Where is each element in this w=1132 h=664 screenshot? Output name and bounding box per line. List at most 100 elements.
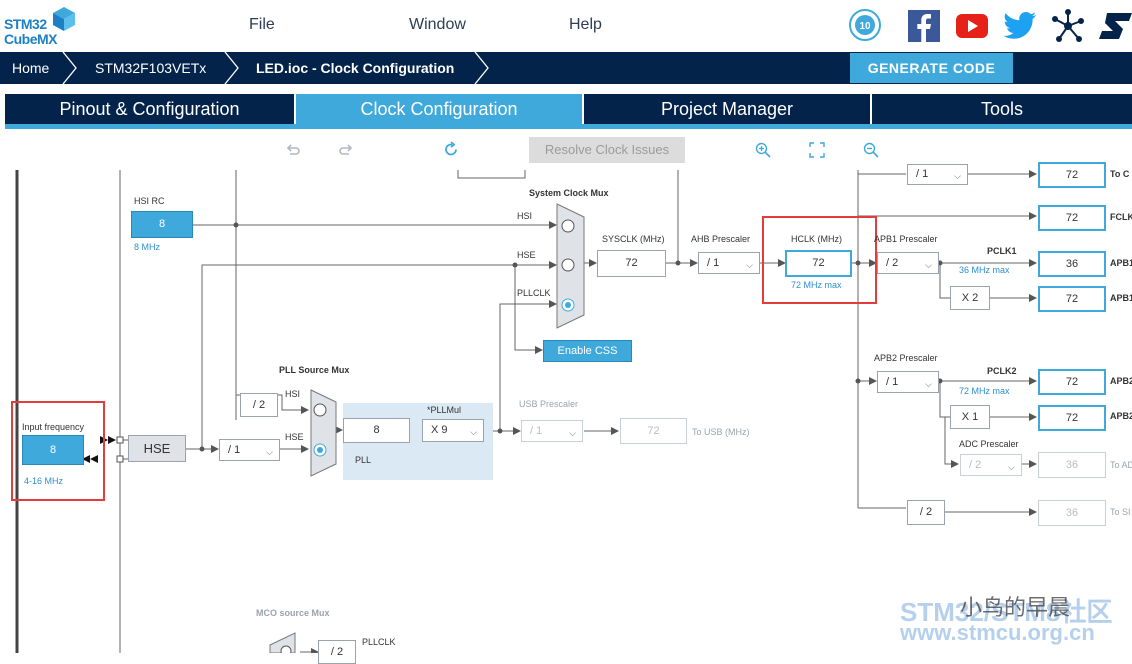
zoom-in-icon[interactable]	[755, 142, 771, 158]
breadcrumb-mcu[interactable]: STM32F103VETx	[95, 60, 207, 76]
adc-to-label: To AD	[1110, 460, 1132, 470]
pll-hse-label: HSE	[285, 432, 304, 442]
pllmul-label: *PLLMul	[427, 405, 462, 415]
chevron-down-icon: ⌵	[470, 427, 477, 437]
network-icon[interactable]	[1051, 9, 1085, 43]
cortex-prescaler-select[interactable]: / 1⌵	[907, 164, 968, 185]
usb-clock-value: 72	[620, 418, 687, 444]
pllmul-value: X 9	[431, 424, 448, 436]
highlight-input-frequency	[11, 401, 105, 501]
menu-help[interactable]: Help	[569, 16, 602, 33]
sdio-to-label: To SI	[1110, 507, 1131, 517]
hsi-freq: 8 MHz	[134, 242, 161, 252]
pllmul-select[interactable]: X 9 ⌵	[422, 419, 484, 442]
pclk2-label: PCLK2	[987, 366, 1017, 376]
mux-hse-label: HSE	[517, 250, 536, 260]
hsi-value: 8	[131, 211, 193, 238]
chevron-down-icon: ⌵	[1008, 462, 1015, 472]
apb1-peripheral-value: 36	[1038, 251, 1106, 277]
twitter-icon[interactable]	[1003, 11, 1037, 41]
main-tabs: Pinout & Configuration Clock Configurati…	[5, 94, 1132, 128]
logo-text-2: CubeMX	[4, 31, 58, 47]
ahb-prescaler-value: / 1	[707, 257, 720, 269]
tab-underline	[5, 124, 1132, 129]
cortex-to-label: To C	[1110, 169, 1130, 179]
generate-code-button[interactable]: GENERATE CODE	[850, 53, 1013, 83]
mux-pllclk-label: PLLCLK	[517, 288, 551, 298]
zoom-out-icon[interactable]	[863, 142, 879, 158]
hse-prediv-select[interactable]: / 1⌵	[219, 439, 280, 461]
usb-prescaler-select[interactable]: / 1⌵	[521, 420, 583, 442]
mux-hsi-radio[interactable]	[561, 219, 575, 233]
chevron-down-icon: ⌵	[925, 260, 932, 270]
st-logo-icon[interactable]	[1099, 11, 1132, 41]
anniversary-badge-icon[interactable]: 10	[848, 8, 882, 42]
mux-hse-radio[interactable]	[561, 258, 575, 272]
logo-text-1: STM32	[4, 16, 47, 32]
mux-hsi-label: HSI	[517, 211, 533, 221]
apb2-peripheral-value: 72	[1038, 369, 1106, 395]
youtube-icon[interactable]	[955, 13, 989, 39]
ahb-prescaler-select[interactable]: / 1 ⌵	[698, 252, 760, 274]
input-frequency-field[interactable]: 8	[22, 435, 84, 465]
sdio-clock-value: 36	[1038, 500, 1106, 526]
sdio-div: / 2	[907, 500, 945, 525]
tab-pinout[interactable]: Pinout & Configuration	[5, 94, 294, 124]
watermark-forum: STM32/STM8社区	[900, 597, 1113, 627]
system-clock-mux-label: System Clock Mux	[529, 188, 609, 198]
tab-clock-configuration[interactable]: Clock Configuration	[296, 94, 582, 124]
breadcrumb-home[interactable]: Home	[12, 60, 50, 76]
apb1-peripheral-label: APB1	[1110, 258, 1132, 268]
chevron-down-icon: ⌵	[925, 379, 932, 389]
hclk-label: HCLK (MHz)	[791, 234, 842, 244]
chevron-down-icon: ⌵	[954, 171, 961, 181]
hsi-div2: / 2	[240, 393, 278, 417]
hclk-max: 72 MHz max	[791, 280, 842, 290]
breadcrumb-file[interactable]: LED.ioc - Clock Configuration	[256, 60, 455, 76]
apb2-prescaler-select[interactable]: / 1⌵	[877, 371, 939, 393]
pclk1-label: PCLK1	[987, 246, 1017, 256]
sysclk-value: 72	[597, 250, 666, 277]
chevron-down-icon: ⌵	[569, 428, 576, 438]
adc-prescaler-value: / 2	[969, 459, 982, 471]
cortex-timer-value: 72	[1038, 162, 1106, 188]
hsi-rc-label: HSI RC	[134, 196, 165, 206]
facebook-icon[interactable]	[907, 9, 941, 43]
apb1-prescaler-label: APB1 Prescaler	[874, 234, 938, 244]
mco-pllclk-label: PLLCLK	[362, 637, 396, 647]
apb1-timer-value: 72	[1038, 286, 1106, 312]
fclk-label: FCLK	[1110, 212, 1132, 222]
chevron-right-icon	[62, 52, 77, 84]
enable-css-button[interactable]: Enable CSS	[543, 340, 632, 362]
mco-div: / 2	[318, 640, 356, 664]
hclk-field[interactable]: 72	[785, 250, 852, 277]
redo-icon[interactable]	[338, 142, 354, 158]
chevron-down-icon: ⌵	[746, 260, 753, 270]
chevron-down-icon: ⌵	[266, 447, 273, 457]
pll-hsi-radio[interactable]	[313, 403, 327, 417]
adc-prescaler-select[interactable]: / 2 ⌵	[960, 454, 1022, 476]
sysclk-label: SYSCLK (MHz)	[602, 234, 665, 244]
svg-text:10: 10	[859, 21, 871, 32]
watermark-url: www.stmcu.org.cn	[900, 620, 1095, 645]
apb1-timer-label: APB1	[1110, 293, 1132, 303]
apb1-prescaler-select[interactable]: / 2⌵	[877, 252, 939, 274]
pll-source-mux	[310, 389, 337, 477]
menu-file[interactable]: File	[249, 16, 275, 33]
mco-source-mux-label: MCO source Mux	[256, 608, 330, 618]
resolve-clock-issues-button[interactable]: Resolve Clock Issues	[529, 137, 685, 163]
undo-icon[interactable]	[285, 142, 301, 158]
menu-window[interactable]: Window	[409, 16, 466, 33]
refresh-icon[interactable]	[443, 141, 460, 158]
hse-block: HSE	[128, 435, 186, 462]
apb1-timer-multiplier: X 2	[950, 286, 990, 310]
tab-project-manager[interactable]: Project Manager	[584, 94, 870, 124]
usb-prescaler-label: USB Prescaler	[519, 399, 579, 409]
input-frequency-label: Input frequency	[22, 422, 85, 432]
adc-clock-value: 36	[1038, 452, 1106, 478]
ahb-prescaler-label: AHB Prescaler	[691, 234, 751, 244]
pll-input-value: 8	[343, 418, 410, 443]
tab-tools[interactable]: Tools	[872, 94, 1132, 124]
top-bar: STM32 CubeMX File Window Help 10	[0, 0, 1132, 52]
fit-icon[interactable]	[809, 142, 825, 158]
